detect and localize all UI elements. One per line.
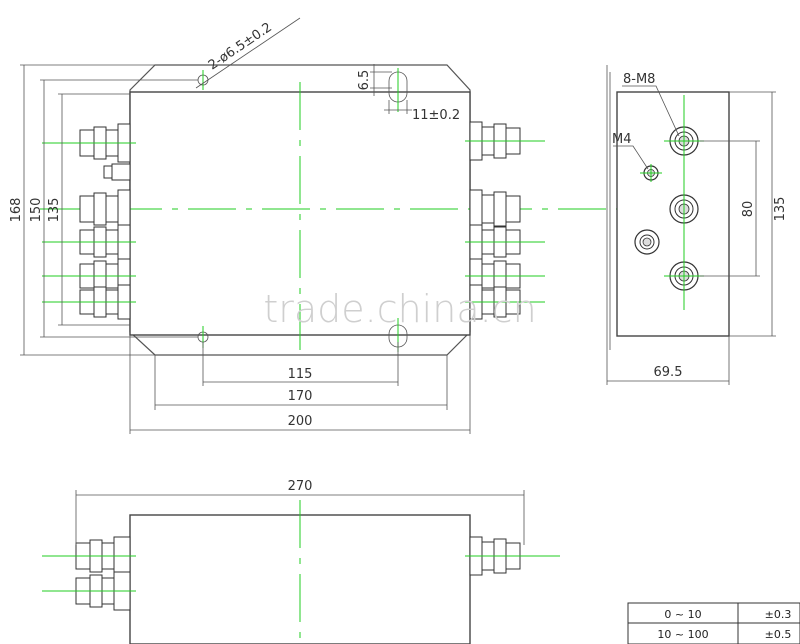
dim-115-label: 115 xyxy=(288,367,313,382)
dim-270-label: 270 xyxy=(288,479,313,494)
bottom-left-terminals xyxy=(75,536,131,611)
terminal xyxy=(469,189,521,229)
slot-height-label: 6.5 xyxy=(357,70,372,91)
dim-168-label: 168 xyxy=(9,198,24,223)
watermark: trade.china.cn xyxy=(263,287,536,331)
tolerance-value-cell: ±0.3 xyxy=(765,608,792,621)
slot-width-label: 11±0.2 xyxy=(412,108,460,123)
tolerance-range-cell: 10 ~ 100 xyxy=(657,628,708,641)
dim-170-label: 170 xyxy=(288,389,313,404)
dim-150-label: 150 xyxy=(29,198,44,223)
terminal-spec-leader xyxy=(622,85,680,137)
dim-135-side-label: 135 xyxy=(773,197,788,222)
top-view: 168 150 135 2-ø6.5±0.2 6.5 11±0.2 115 17… xyxy=(9,17,620,434)
terminal xyxy=(79,189,131,229)
left-terminals xyxy=(79,123,131,320)
dim-69-5-label: 69.5 xyxy=(654,365,683,380)
ground-spec-leader xyxy=(613,145,649,170)
terminal-left-lower xyxy=(634,229,660,255)
tolerance-value-cell: ±0.5 xyxy=(765,628,792,641)
tolerance-range-cell: 0 ~ 10 xyxy=(664,608,701,621)
side-view: 8-M8 M4 80 135 69.5 xyxy=(606,65,788,385)
dim-200-label: 200 xyxy=(288,414,313,429)
terminal-small xyxy=(103,163,131,181)
hole-leader-line xyxy=(195,17,301,89)
ground-spec-label: M4 xyxy=(612,132,632,147)
dim-80-label: 80 xyxy=(741,201,756,218)
terminal-spec-label: 8-M8 xyxy=(623,72,655,87)
bottom-view: 270 xyxy=(42,479,560,644)
dim-135-label: 135 xyxy=(47,198,62,223)
tolerance-table: 0 ~ 10 ±0.3 10 ~ 100 ±0.5 xyxy=(627,602,800,644)
